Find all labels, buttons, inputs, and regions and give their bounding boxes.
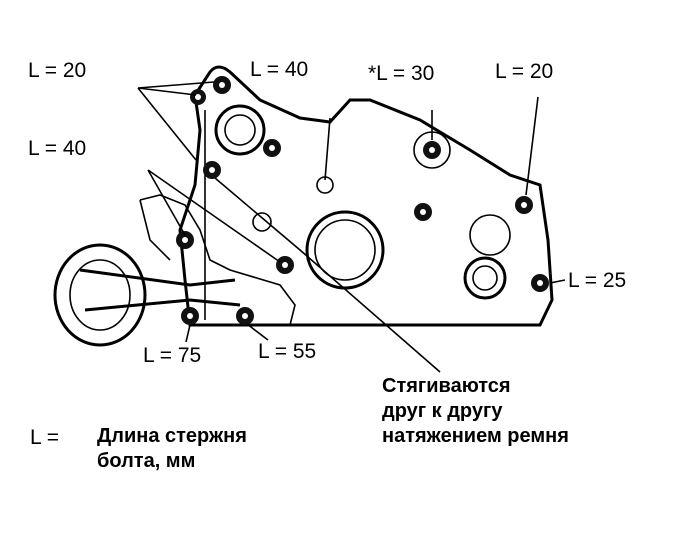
bolt: [423, 141, 441, 159]
bolts: [176, 76, 549, 325]
note-line-3: натяжением ремня: [382, 425, 569, 447]
bolt: [236, 307, 254, 325]
crank-pulley: [53, 243, 147, 347]
idler-hole: [469, 214, 511, 256]
label-right: L = 25: [568, 269, 626, 292]
bracket: [139, 194, 296, 326]
pulley-hub: [69, 259, 131, 331]
legend-line-2: болта, мм: [97, 450, 195, 472]
bolt: [213, 76, 231, 94]
label-top-right: L = 20: [495, 60, 553, 83]
label-top-star: *L = 30: [368, 62, 434, 85]
legend-line-1: Длина стержня: [97, 425, 247, 447]
timing-cover-outline: [178, 65, 554, 327]
bolt: [276, 256, 294, 274]
label-top-left: L = 20: [28, 59, 86, 82]
pulley-arm: [79, 268, 241, 312]
crank-seal-inner: [314, 219, 376, 281]
bolt: [181, 307, 199, 325]
crank-seal: [305, 210, 385, 290]
tensioner-hole: [463, 256, 507, 300]
bolt: [203, 161, 221, 179]
label-bottom-left: L = 75: [143, 344, 201, 367]
legend-symbol: L =: [30, 426, 59, 449]
camshaft-seal: [214, 104, 266, 156]
tensioner-inner: [472, 265, 498, 291]
bolt: [515, 196, 533, 214]
label-top-mid: L = 40: [250, 58, 308, 81]
small-hole: [252, 212, 272, 232]
bracket-lower: [139, 199, 171, 261]
label-bottom-mid: L = 55: [258, 340, 316, 363]
camshaft-seal-inner: [224, 114, 256, 146]
bolt: [190, 89, 206, 105]
note-line-1: Стягиваются: [382, 375, 511, 397]
bolt: [531, 274, 549, 292]
bolt: [176, 231, 194, 249]
bolt: [414, 203, 432, 221]
note-line-2: друг к другу: [382, 400, 503, 422]
label-left-mid: L = 40: [28, 137, 86, 160]
bolt: [263, 139, 281, 157]
leader-lines: [137, 81, 566, 373]
